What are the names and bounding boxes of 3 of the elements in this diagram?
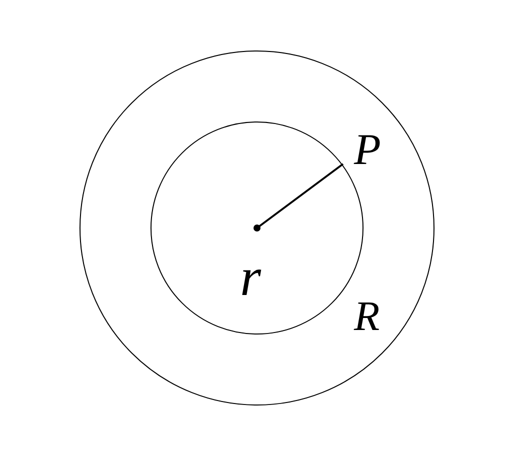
point-label: P: [354, 128, 381, 172]
radius-label: r: [240, 250, 262, 304]
radius-label: R: [354, 296, 380, 338]
